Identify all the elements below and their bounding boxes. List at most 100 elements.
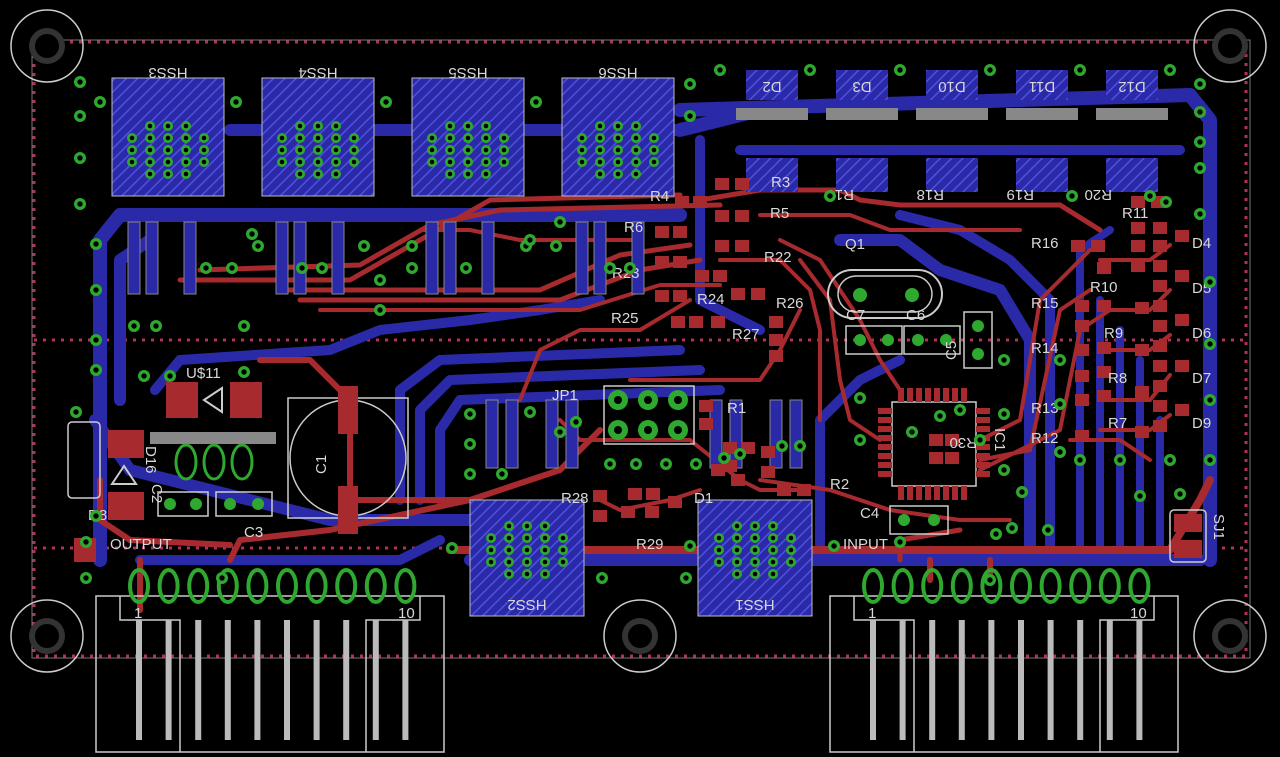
- via: [504, 557, 514, 567]
- resistor-label: R4: [650, 188, 669, 205]
- via: [1054, 398, 1066, 410]
- via: [786, 533, 796, 543]
- via: [313, 133, 323, 143]
- via: [786, 557, 796, 567]
- via: [558, 557, 568, 567]
- via: [1204, 394, 1216, 406]
- via: [463, 145, 473, 155]
- diode-d8: D8 D16: [67, 421, 159, 562]
- via: [554, 216, 566, 228]
- via: [316, 262, 328, 274]
- via: [181, 169, 191, 179]
- via: [181, 133, 191, 143]
- mounting-hole-br: [1193, 599, 1267, 673]
- via: [613, 157, 623, 167]
- via: [750, 545, 760, 555]
- mounting-holes: [10, 9, 1267, 673]
- via: [199, 145, 209, 155]
- diode-d1: D1: [628, 488, 713, 508]
- via: [486, 545, 496, 555]
- c5-label: C5: [943, 341, 960, 360]
- via: [1194, 136, 1206, 148]
- led-d11: D11: [1006, 70, 1078, 192]
- q1-label: Q1: [845, 236, 865, 253]
- via: [734, 448, 746, 460]
- via: [296, 262, 308, 274]
- via: [854, 434, 866, 446]
- via: [216, 572, 228, 584]
- capacitor-c2: C2: [148, 484, 209, 517]
- via: [331, 145, 341, 155]
- via: [1164, 454, 1176, 466]
- resistor-label: R29: [636, 536, 664, 553]
- via: [1204, 276, 1216, 288]
- via: [313, 157, 323, 167]
- resistor-label: R20: [1084, 186, 1112, 203]
- via: [768, 557, 778, 567]
- via: [732, 521, 742, 531]
- via: [164, 370, 176, 382]
- via: [445, 157, 455, 167]
- via: [464, 468, 476, 480]
- connector-input: INPUT 1 10: [829, 536, 1179, 753]
- via: [1006, 522, 1018, 534]
- via: [522, 545, 532, 555]
- via: [163, 133, 173, 143]
- via: [481, 121, 491, 131]
- via: [1164, 64, 1176, 76]
- via: [732, 557, 742, 567]
- via: [684, 540, 696, 552]
- via: [649, 133, 659, 143]
- regulator-u11: U$11: [150, 365, 276, 481]
- heat-sink-label: HSS1: [735, 596, 774, 613]
- via: [463, 169, 473, 179]
- mounting-hole-tr: [1193, 9, 1267, 83]
- via: [595, 121, 605, 131]
- diode-d9-label: D9: [1192, 415, 1211, 432]
- via: [277, 157, 287, 167]
- output-label: OUTPUT: [110, 536, 172, 553]
- via: [631, 121, 641, 131]
- via: [313, 145, 323, 155]
- via: [776, 440, 788, 452]
- resistor-label: R24: [697, 291, 725, 308]
- via: [128, 320, 140, 332]
- via: [1074, 64, 1086, 76]
- via: [631, 169, 641, 179]
- via: [1174, 488, 1186, 500]
- led-d10: D10: [916, 70, 988, 192]
- via: [464, 438, 476, 450]
- jp1-label: JP1: [552, 387, 578, 404]
- via: [70, 406, 82, 418]
- via: [732, 569, 742, 579]
- heat-sink-label: HSS3: [148, 64, 187, 81]
- via: [481, 169, 491, 179]
- input-pin-first: 1: [868, 605, 876, 622]
- via: [199, 157, 209, 167]
- c2-label: C2: [148, 484, 165, 503]
- via: [499, 157, 509, 167]
- via: [464, 408, 476, 420]
- via: [714, 545, 724, 555]
- mounting-hole-tl: [10, 9, 84, 83]
- via: [577, 133, 587, 143]
- diode-d7-label: D7: [1192, 370, 1211, 387]
- via: [934, 410, 946, 422]
- via: [804, 64, 816, 76]
- via: [1074, 454, 1086, 466]
- via: [954, 404, 966, 416]
- via: [163, 121, 173, 131]
- via: [1204, 338, 1216, 350]
- via: [74, 198, 86, 210]
- via: [554, 426, 566, 438]
- heat-sink-label: HSS5: [448, 64, 487, 81]
- via: [463, 121, 473, 131]
- resistor-label: R27: [732, 326, 760, 343]
- via: [238, 366, 250, 378]
- via: [990, 528, 1002, 540]
- diode-d4-label: D4: [1192, 235, 1211, 252]
- via: [768, 521, 778, 531]
- via: [145, 133, 155, 143]
- via: [1194, 78, 1206, 90]
- via: [524, 406, 536, 418]
